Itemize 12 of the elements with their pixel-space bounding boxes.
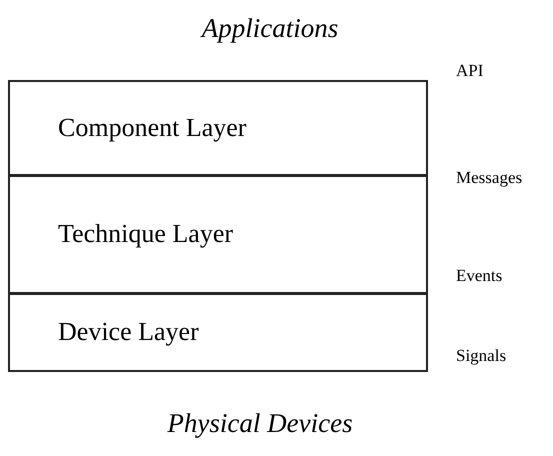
text-label: Applications [199,12,340,45]
layer-box [8,175,428,294]
text-label: Messages [456,167,522,189]
layer-label: Technique Layer [58,218,234,250]
layer-box [8,80,428,176]
layer-box [8,293,428,372]
text-label: Events [456,265,502,287]
text-label: API [456,60,484,82]
text-label: Signals [456,345,506,367]
text-label: Physical Devices [166,407,354,440]
layer-label: Component Layer [58,112,246,144]
layer-label: Device Layer [58,316,199,348]
